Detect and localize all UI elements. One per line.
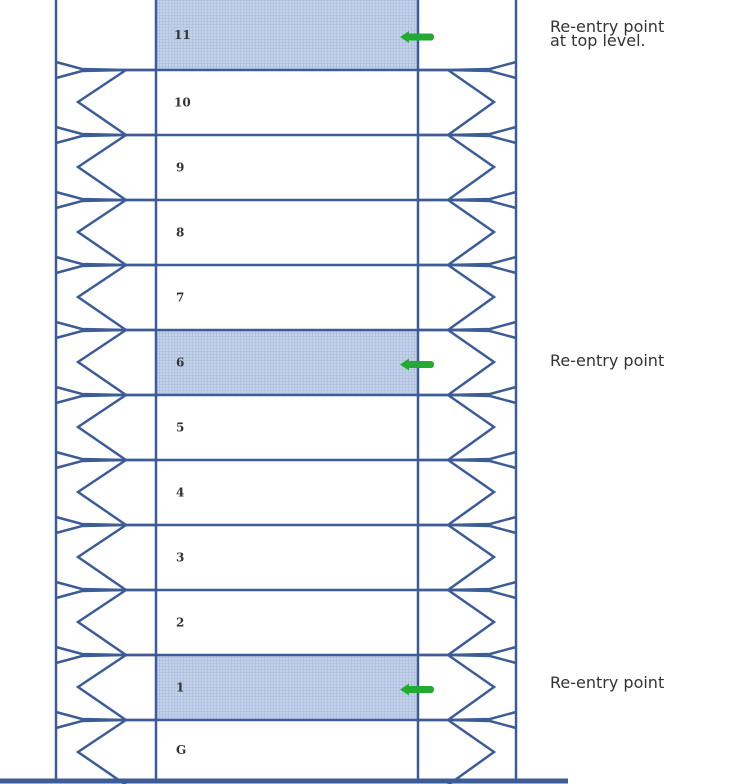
left-flight-2 [75,198,127,267]
right-flight-10 [447,718,497,784]
left-flight-6 [75,458,127,527]
annotation-bottom: Re-entry point [550,673,665,692]
arrow-shaft [407,686,434,693]
floor-label-8: 8 [176,226,184,240]
annotation-middle: Re-entry point [550,351,665,370]
left-stair-3 [55,263,156,275]
left-stair-5 [55,393,156,405]
floor-label-10: 10 [174,96,191,110]
right-flight-4 [447,328,497,397]
right-flight-1 [447,133,497,202]
left-stair-8 [55,588,156,600]
floor-label-7: 7 [176,291,184,305]
right-flight-9 [447,653,497,722]
left-stair-2 [55,198,156,210]
right-stair-0 [418,68,517,80]
right-stair-1 [418,133,517,145]
floor-label-6: 6 [176,356,184,370]
annotation-top-line2: at top level. [550,31,646,50]
floor-label-11: 11 [174,28,191,42]
right-flight-2 [447,198,497,267]
floor-labels: 11 10 9 8 7 6 5 4 3 2 1G [174,28,191,757]
left-flight-7 [75,523,127,592]
right-flight-8 [447,588,497,657]
left-flight-0 [75,68,127,137]
left-flight-9 [75,653,127,722]
reentry-arrows [400,31,434,696]
right-stair-5 [418,393,517,405]
floor-highlight-11 [156,0,418,70]
left-stair-10 [55,718,156,730]
floor-label-4: 4 [176,486,184,500]
left-stair-0 [55,68,156,80]
left-flight-3 [75,263,127,332]
arrow-head [400,358,409,371]
right-flight-5 [447,393,497,462]
right-flight-6 [447,458,497,527]
reentry-arrow-1 [400,683,434,696]
floor-label-1: 1 [176,681,184,695]
right-stair-2 [418,198,517,210]
arrow-shaft [407,361,434,368]
right-stair-10 [418,718,517,730]
right-stair-8 [418,588,517,600]
floor-highlight-1 [156,655,418,720]
left-flight-5 [75,393,127,462]
floor-label-2: 2 [176,616,184,630]
arrow-shaft [407,33,434,41]
left-stair-9 [55,653,156,665]
right-flight-0 [447,68,497,137]
right-flight-3 [447,263,497,332]
right-stair-3 [418,263,517,275]
floor-label-9: 9 [176,161,184,175]
right-flight-7 [447,523,497,592]
annotation-top-line1: Re-entry point [550,17,665,36]
left-stair-7 [55,523,156,535]
left-stair-4 [55,328,156,340]
right-stair-9 [418,653,517,665]
floor-highlight-6 [156,330,418,395]
floor-label-5: 5 [176,421,184,435]
right-stair-7 [418,523,517,535]
arrow-head [400,683,409,696]
left-flight-4 [75,328,127,397]
floor-label-3: 3 [176,551,184,565]
building-structure [0,0,568,784]
annotation-top: Re-entry point at top level. [550,17,665,50]
reentry-arrow-11 [400,31,434,43]
left-flight-10 [75,718,127,784]
floor-label-G: G [176,743,186,757]
arrow-head [400,31,409,43]
left-flight-1 [75,133,127,202]
reentry-floor-highlights [156,0,418,720]
reentry-arrow-6 [400,358,434,371]
left-flight-8 [75,588,127,657]
right-stair-4 [418,328,517,340]
left-stair-6 [55,458,156,470]
left-stair-1 [55,133,156,145]
right-stair-6 [418,458,517,470]
